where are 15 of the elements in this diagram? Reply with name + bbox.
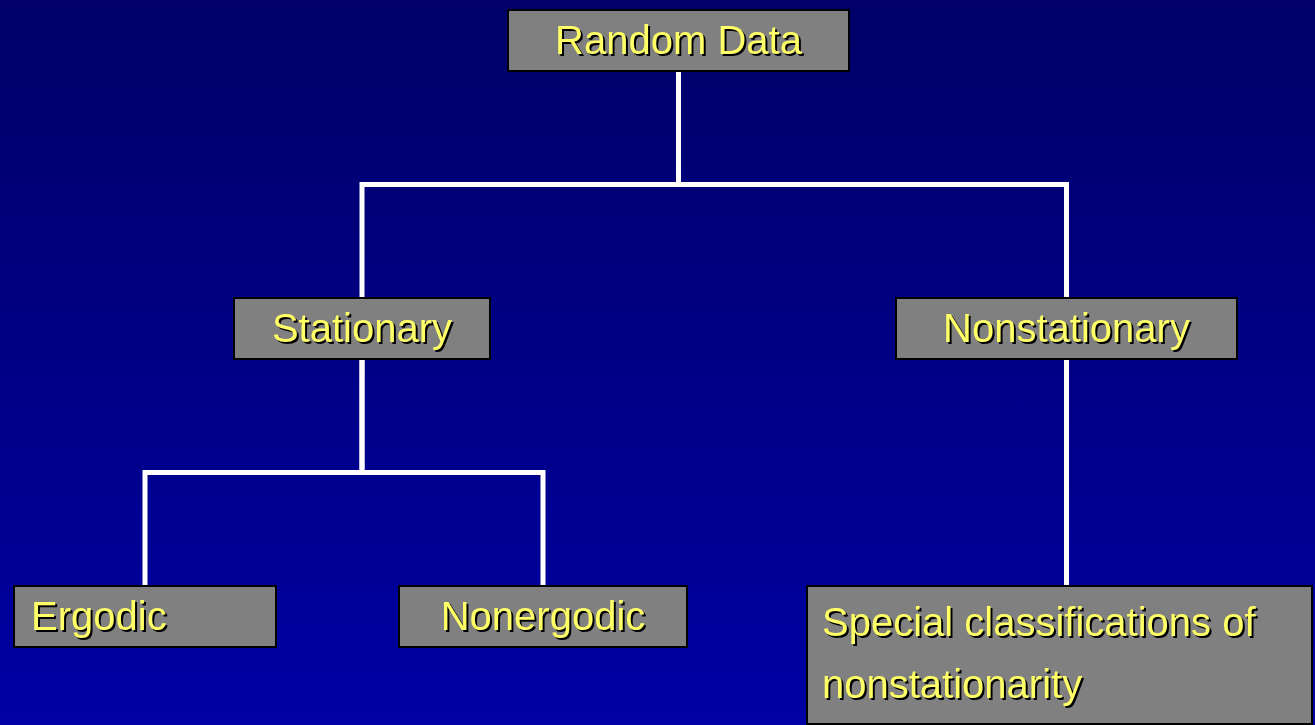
box-label: Special classifications of nonstationarity (821, 599, 1257, 708)
box-label: Stationary (270, 305, 454, 352)
connector-line (676, 72, 1069, 297)
category-box (13, 585, 277, 648)
box-label: Random Data (554, 17, 803, 64)
box-label: Nonstationary (942, 305, 1191, 352)
box-label: Ergodic (30, 593, 168, 640)
category-box (507, 9, 850, 72)
category-box (398, 585, 688, 648)
connector-line (359, 360, 546, 585)
category-box (895, 297, 1238, 360)
category-box (233, 297, 491, 360)
box-label: Nonergodic (439, 593, 647, 640)
connector-line (1064, 360, 1069, 585)
category-box (806, 585, 1313, 725)
